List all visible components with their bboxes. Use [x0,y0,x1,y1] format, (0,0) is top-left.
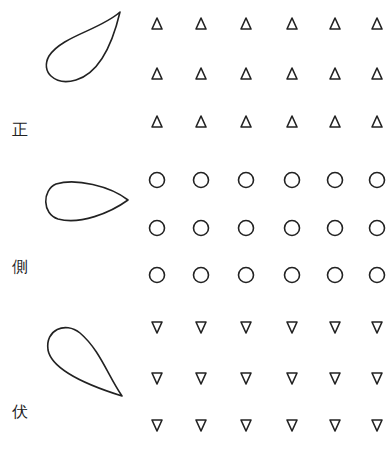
triangle-up [330,18,340,29]
triangle-down [330,420,340,431]
triangle-up [196,18,206,29]
circle-mark [150,173,165,188]
circle-mark [239,221,254,236]
circle-mark [194,221,209,236]
triangle-up [287,18,297,29]
triangle-down [152,322,162,333]
triangle-up [241,116,251,127]
triangle-up [241,68,251,79]
triangle-up [196,68,206,79]
leaf-upright [46,12,120,81]
orientation-label: 正 [12,122,28,138]
triangle-down [372,322,382,333]
triangle-down [330,373,340,384]
circle-mark [285,268,300,283]
triangle-up [330,68,340,79]
circle-mark [285,173,300,188]
orientation-label: 伏 [12,404,28,420]
triangle-up [241,18,251,29]
triangle-up [152,68,162,79]
triangle-up [330,116,340,127]
orientation-label: 側 [12,259,28,275]
circle-mark [239,268,254,283]
triangle-down [372,420,382,431]
triangle-down [196,420,206,431]
triangle-down [372,373,382,384]
circle-mark [370,221,385,236]
triangle-up [287,68,297,79]
triangle-up [372,18,382,29]
circle-mark [370,268,385,283]
circle-mark [328,268,343,283]
triangle-up [372,68,382,79]
triangle-down [241,420,251,431]
circle-mark [194,173,209,188]
triangle-up [152,116,162,127]
triangle-down [241,322,251,333]
circle-mark [150,268,165,283]
circle-mark [328,173,343,188]
circle-mark [150,221,165,236]
triangle-down [287,420,297,431]
leaf-side [46,182,128,221]
triangle-up [372,116,382,127]
circle-mark [194,268,209,283]
triangle-up [152,18,162,29]
circle-mark [285,221,300,236]
triangle-down [241,373,251,384]
triangle-down [196,322,206,333]
triangle-down [287,322,297,333]
triangle-down [152,373,162,384]
circle-mark [370,173,385,188]
triangle-down [330,322,340,333]
triangle-down [196,373,206,384]
triangle-down [152,420,162,431]
triangle-up [287,116,297,127]
circle-mark [239,173,254,188]
triangle-down [287,373,297,384]
leaf-prone [48,328,122,396]
triangle-up [196,116,206,127]
circle-mark [328,221,343,236]
